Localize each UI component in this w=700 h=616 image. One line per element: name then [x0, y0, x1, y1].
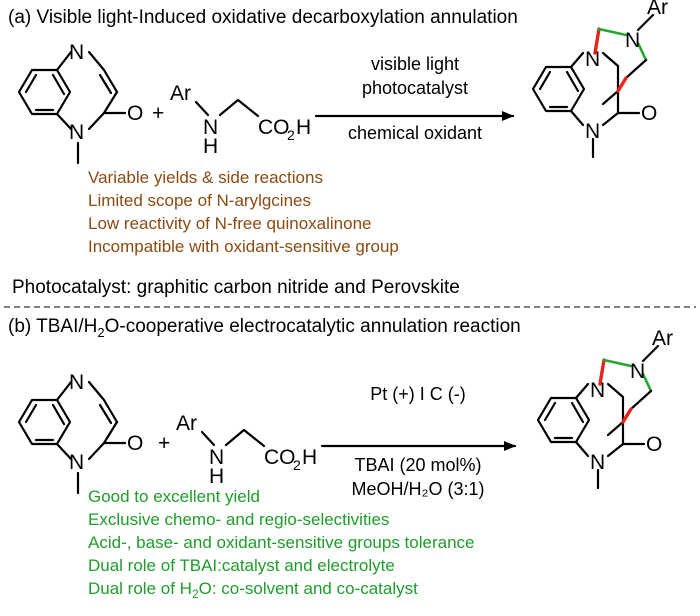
advantage-item: Dual role of H2O: co-solvent and co-cata… [88, 579, 418, 601]
carboxyl-co: CO [258, 116, 290, 139]
drawback-item: Incompatible with oxidant-sensitive grou… [88, 237, 399, 256]
n-arylglycine-b: Ar N H CO 2 H [176, 412, 317, 488]
atom-n-bridge: N [590, 379, 605, 402]
advantage-item: Exclusive chemo- and regio-selectivities [88, 510, 389, 529]
aryl-on-product: Ar [647, 0, 668, 19]
carboxyl-h: H [302, 446, 317, 469]
quinoxalinone-reactant-b: N N O [17, 371, 143, 495]
condition-b-2: TBAI (20 mol%) [354, 455, 481, 475]
atom-n-glycine: N [203, 116, 218, 139]
photocatalyst-note: Photocatalyst: graphitic carbon nitride … [12, 277, 460, 298]
advantage-list: Good to excellent yield Exclusive chemo-… [88, 487, 475, 601]
atom-n-glycine: N [209, 446, 224, 469]
drawback-item: Limited scope of N-arylgcines [88, 191, 311, 210]
condition-a-3: chemical oxidant [348, 123, 482, 143]
n-arylglycine-a: Ar N H CO 2 H [170, 82, 311, 158]
atom-h-glycine: H [209, 465, 224, 488]
carboxyl-sub2: 2 [287, 127, 295, 143]
aryl-label: Ar [170, 82, 191, 105]
part-b-title: (b) TBAI/H2O-cooperative electrocatalyti… [8, 316, 521, 340]
aryl-label: Ar [176, 412, 197, 435]
atom-n-bottom: N [69, 451, 84, 474]
imidazoquinoxalinone-product-a: N Ar N N O [531, 0, 668, 159]
atom-o: O [127, 432, 143, 455]
plus-sign-b: + [158, 432, 170, 455]
advantage-item: Dual role of TBAI:catalyst and electroly… [88, 556, 395, 575]
atom-n-bridge: N [585, 48, 600, 71]
drawback-item: Low reactivity of N-free quinoxalinone [88, 214, 371, 233]
quinoxalinone-reactant-a: N N O [17, 41, 143, 165]
condition-b-3: MeOH/H₂O (3:1) [351, 479, 484, 499]
advantage-item: Acid-, base- and oxidant-sensitive group… [88, 533, 475, 552]
atom-n-ring: N [630, 360, 645, 383]
carboxyl-h: H [296, 116, 311, 139]
carboxyl-sub2: 2 [293, 457, 301, 473]
atom-h-glycine: H [203, 135, 218, 158]
atom-o-product: O [646, 433, 662, 456]
atom-o: O [127, 102, 143, 125]
carboxyl-co: CO [264, 446, 296, 469]
advantage-item: Good to excellent yield [88, 487, 260, 506]
drawback-item: Variable yields & side reactions [88, 168, 323, 187]
condition-b-1: Pt (+) I C (-) [370, 384, 466, 404]
aryl-on-product: Ar [652, 327, 673, 350]
atom-n-top: N [69, 41, 84, 64]
atom-n-top: N [69, 371, 84, 394]
condition-a-1: visible light [371, 54, 459, 74]
imidazoquinoxalinone-product-b: N Ar N N O [536, 327, 673, 490]
plus-sign-a: + [152, 102, 164, 125]
atom-n-bottom: N [69, 121, 84, 144]
part-a-title: (a) Visible light-Induced oxidative deca… [8, 7, 518, 28]
drawback-list: Variable yields & side reactions Limited… [88, 168, 399, 256]
atom-n-ring: N [625, 29, 640, 52]
atom-n-methyl: N [585, 120, 600, 143]
condition-a-2: photocatalyst [362, 78, 468, 98]
atom-o-product: O [641, 102, 657, 125]
atom-n-methyl: N [590, 451, 605, 474]
